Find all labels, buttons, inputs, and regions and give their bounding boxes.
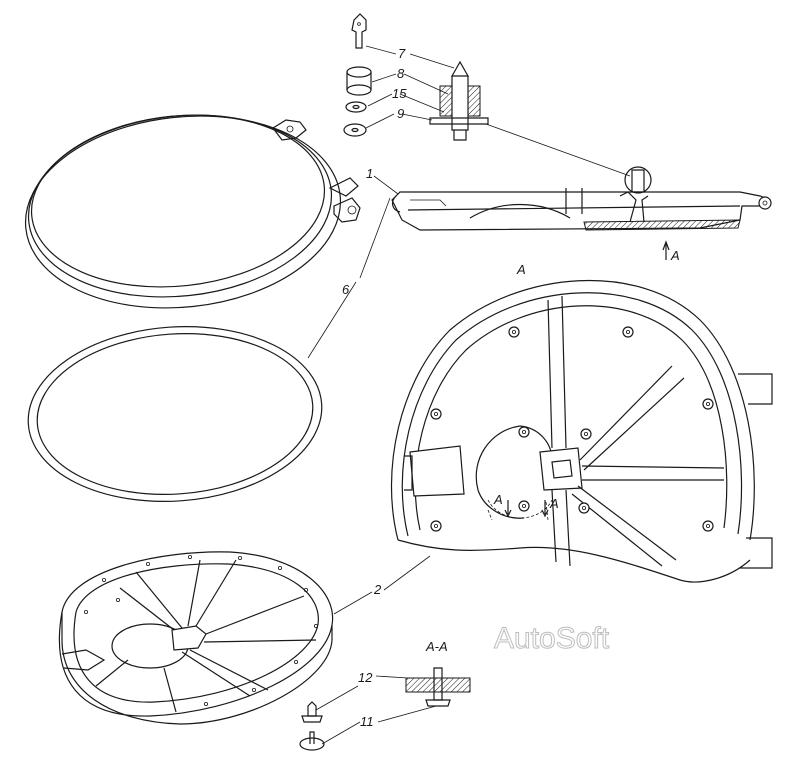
side-section-view	[391, 166, 772, 231]
callout-6: 6	[342, 282, 350, 297]
callout-7: 7	[398, 46, 406, 61]
leader-lines	[307, 45, 670, 745]
callout-2: 2	[373, 582, 382, 597]
cover-disc-part-1	[24, 114, 361, 309]
section-cut-right-label: A	[549, 496, 559, 511]
callout-labels: 7 8 15 9 1 6 2 12 11 A A A A A-A AutoSof…	[342, 46, 680, 729]
watermark-text: AutoSoft	[494, 622, 610, 655]
section-a-a-title: A-A	[425, 639, 448, 654]
section-cut-left-label: A	[493, 492, 503, 507]
view-a-title: A	[516, 262, 526, 277]
view-a-detail	[390, 279, 773, 583]
callout-11: 11	[360, 714, 374, 729]
bottom-tray-part-2	[58, 551, 334, 725]
callout-8: 8	[397, 66, 405, 81]
callout-9: 9	[397, 106, 404, 121]
seal-ring-part-6	[27, 326, 323, 502]
callout-15: 15	[392, 86, 407, 101]
view-arrow-label: A	[670, 248, 680, 263]
bottom-fasteners	[299, 667, 471, 751]
callout-1: 1	[366, 166, 373, 181]
callout-12: 12	[358, 670, 373, 685]
fastener-parts	[343, 13, 489, 141]
